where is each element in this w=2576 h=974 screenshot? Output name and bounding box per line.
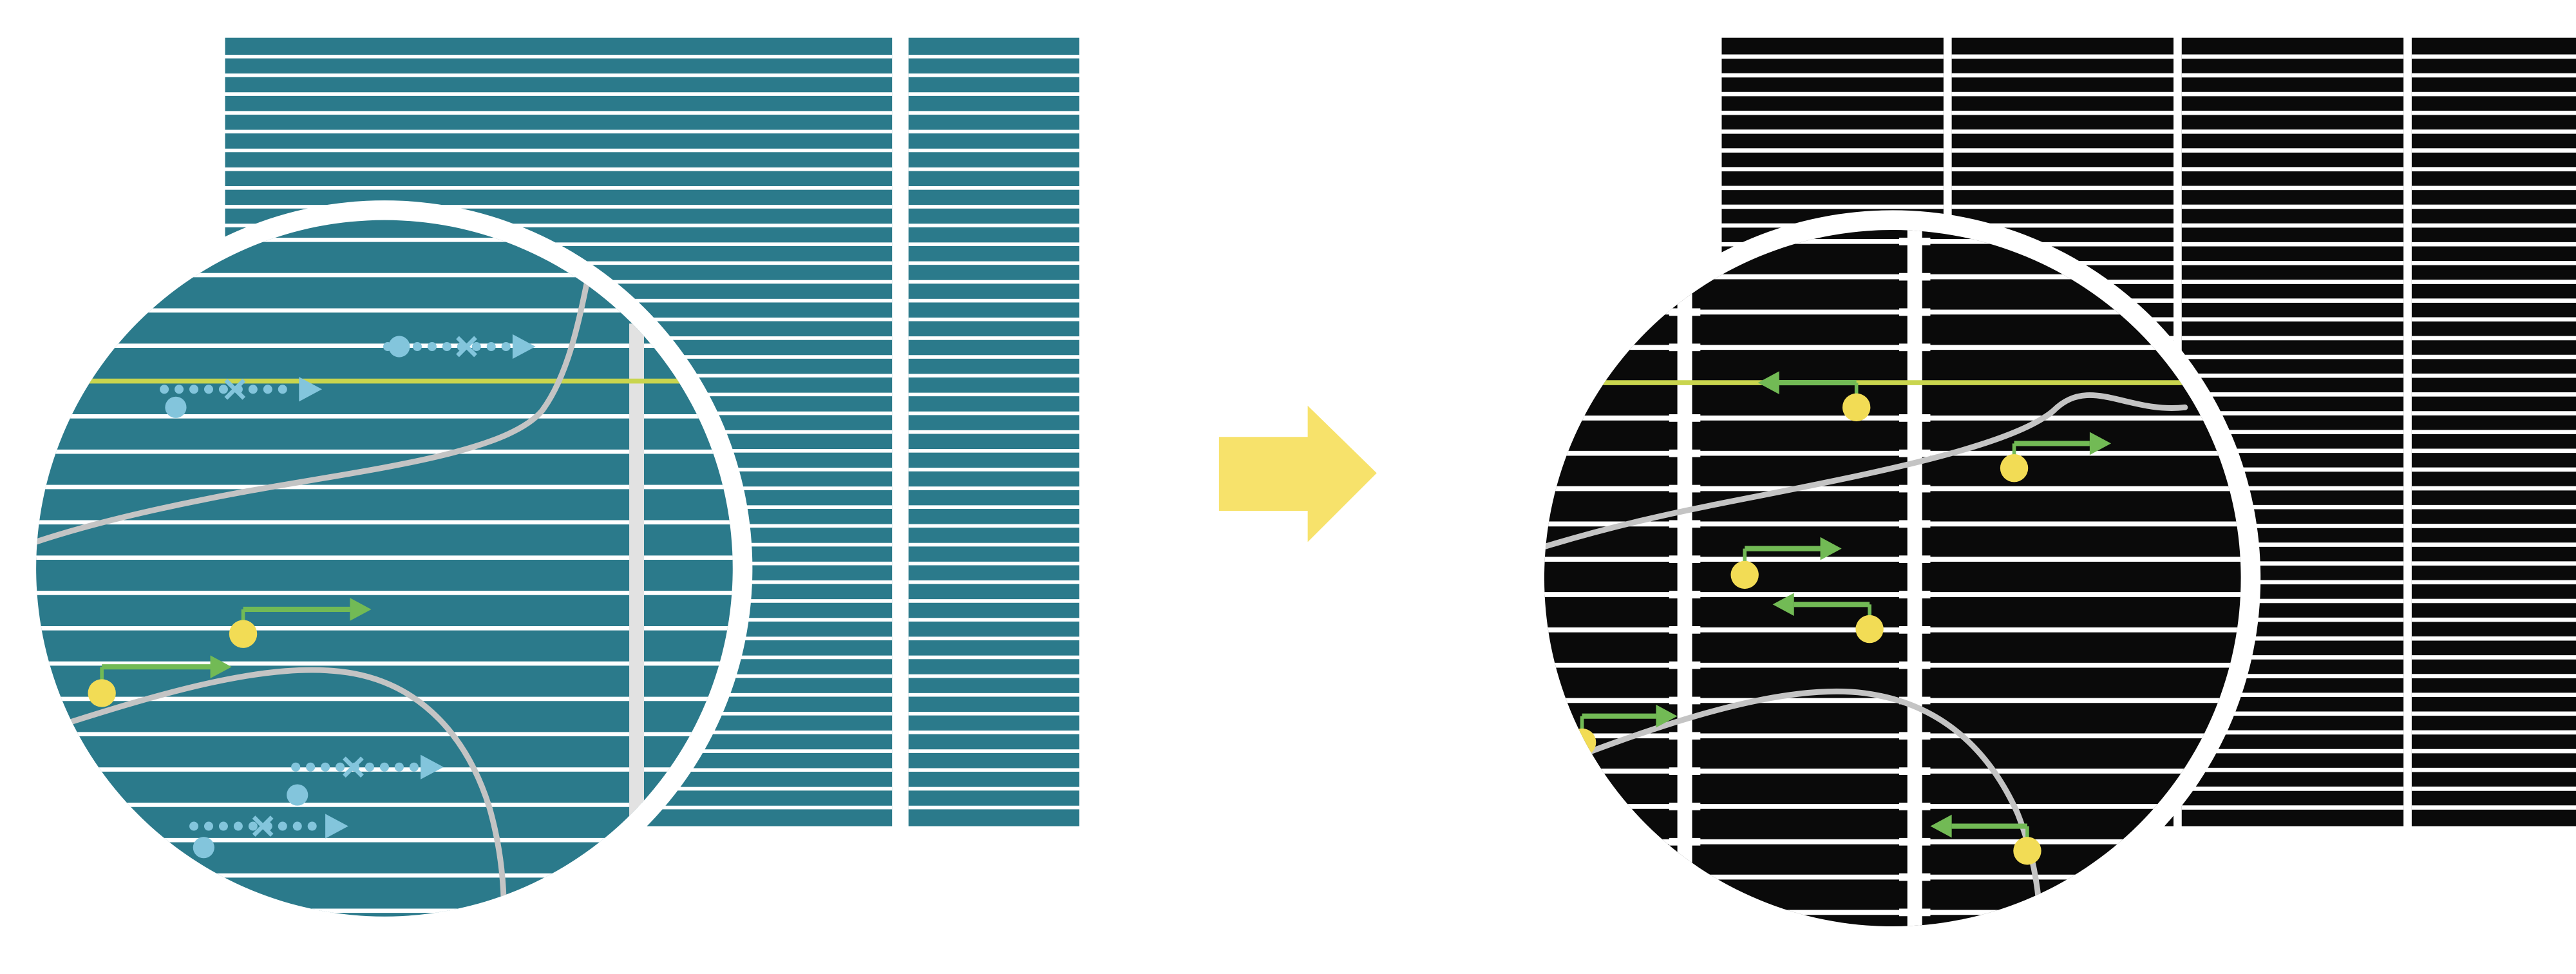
dislocation-dot — [287, 784, 308, 806]
green-arrowhead-icon — [1656, 704, 1678, 728]
dislocation-dot — [193, 837, 214, 859]
busbar-contact-nub — [1669, 308, 1701, 316]
dislocation-marker — [291, 754, 444, 779]
gettered-defect-marker — [2000, 432, 2112, 482]
green-arrowhead-icon — [2089, 432, 2112, 455]
busbar-contact-nub — [1899, 625, 1931, 634]
dislocation-marker — [160, 377, 322, 418]
impurity-dot — [1855, 615, 1884, 644]
grain-boundary-curve — [36, 220, 608, 552]
impurity-dot — [2000, 454, 2029, 482]
busbar-contact-nub — [1669, 661, 1701, 669]
busbar-contact-nub — [1669, 803, 1701, 810]
transition-arrow-icon — [1218, 405, 1377, 542]
busbar-contact-nub — [1899, 661, 1931, 669]
busbar-contact-nub — [1669, 591, 1701, 598]
busbar-contact-nub — [1899, 696, 1931, 705]
busbar-contact-nub — [1899, 449, 1931, 457]
dislocation-dot — [388, 336, 410, 358]
blue-arrowhead-icon — [421, 754, 444, 779]
magnifier-lens — [1544, 229, 2241, 927]
busbar-contact-nub — [1899, 343, 1931, 352]
gettered-defect-marker — [1730, 537, 1842, 589]
dislocation-marker — [383, 334, 536, 359]
impurity-dot — [1842, 393, 1871, 422]
gettered-defect-marker — [1930, 814, 2041, 865]
busbar-contact-nub — [1669, 908, 1701, 917]
busbar-contact-nub — [1899, 803, 1931, 810]
busbar-contact-nub — [1669, 696, 1701, 705]
blue-arrowhead-icon — [512, 334, 536, 359]
blue-arrowhead-icon — [299, 377, 322, 402]
impurity-dot — [1730, 560, 1759, 589]
busbar-contact-nub — [1899, 591, 1931, 598]
busbar-contact-nub — [1899, 520, 1931, 528]
gettered-defect-marker — [88, 655, 232, 707]
green-arrowhead-icon — [210, 655, 232, 679]
busbar-contact-nub — [1669, 414, 1701, 422]
impurity-dot — [88, 679, 116, 707]
busbar-contact-nub — [1899, 484, 1931, 493]
magnifier-lens — [36, 220, 733, 917]
busbar-contact-nub — [1669, 767, 1701, 775]
cross-mark-icon — [343, 756, 364, 778]
cross-mark-icon — [456, 336, 477, 358]
busbar-contact-nub — [1669, 625, 1701, 634]
busbar-contact-nub — [1669, 343, 1701, 352]
busbar-contact-nub — [1899, 732, 1931, 740]
green-arrowhead-icon — [350, 598, 372, 621]
busbar-contact-nub — [1669, 520, 1701, 528]
cross-mark-icon — [224, 378, 246, 400]
busbar-contact-nub — [1899, 908, 1931, 917]
busbar-contact-nub — [1669, 449, 1701, 457]
green-arrowhead-icon — [1820, 537, 1842, 560]
green-arrowhead-icon — [1757, 371, 1779, 394]
green-arrowhead-icon — [1772, 593, 1794, 616]
busbar-contact-nub — [1669, 237, 1701, 245]
right-magnifier-inset — [1524, 210, 2261, 946]
grain-boundary-curve — [1544, 392, 2188, 555]
busbar-contact-nub — [1899, 272, 1931, 281]
cross-mark-icon — [252, 816, 274, 837]
dislocation-marker — [189, 814, 348, 859]
busbar-contact-nub — [1669, 555, 1701, 564]
busbar-contact-nub — [1899, 308, 1931, 316]
gettered-defect-marker — [229, 598, 372, 648]
busbar-contact-nub — [1899, 873, 1931, 881]
busbar-contact-nub — [1669, 732, 1701, 740]
vertical-stripe — [629, 323, 644, 917]
busbar-contact-nub — [1899, 555, 1931, 564]
busbar-contact-nub — [1669, 837, 1701, 846]
impurity-dot — [229, 620, 258, 648]
grain-boundary-curve — [36, 667, 507, 917]
dislocation-dot — [165, 396, 187, 418]
impurity-dot — [2013, 837, 2041, 865]
busbar — [1907, 229, 1922, 927]
busbar-contact-nub — [1669, 484, 1701, 493]
busbar — [1677, 229, 1692, 927]
busbar-contact-nub — [1899, 414, 1931, 422]
gettered-defect-marker — [1757, 371, 1871, 422]
busbar-contact-nub — [1899, 767, 1931, 775]
left-magnifier-inset — [16, 200, 753, 937]
busbar-contact-nub — [1899, 837, 1931, 846]
busbar-contact-nub — [1899, 237, 1931, 245]
green-arrowhead-icon — [1930, 814, 1952, 838]
blue-arrowhead-icon — [325, 814, 348, 839]
gettered-defect-marker — [1772, 593, 1884, 644]
